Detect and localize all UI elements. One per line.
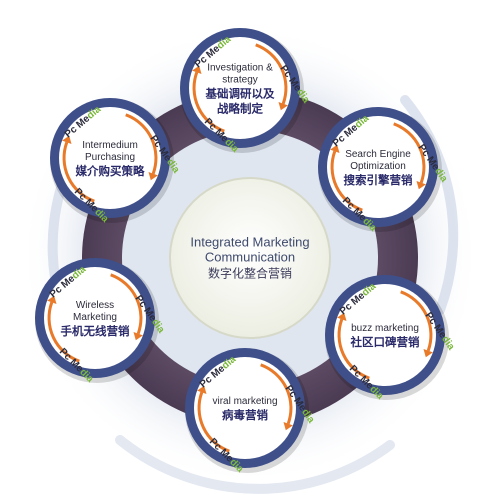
- node-inner: [189, 37, 291, 139]
- node-label-seo: Search Engine Optimization 搜索引擎营销: [338, 149, 418, 189]
- arrow-arc-top: [260, 363, 293, 425]
- arrowhead-icon: [330, 144, 340, 153]
- arrow-arc-top: [110, 273, 143, 335]
- arrowhead-icon: [283, 422, 293, 431]
- arrowhead-icon: [278, 102, 288, 111]
- hub-circle: [169, 177, 331, 339]
- arrowhead-icon: [337, 312, 347, 321]
- node-inner: [59, 107, 161, 209]
- arrow-arc-bottom: [62, 141, 95, 203]
- arrowhead-icon: [133, 332, 143, 341]
- node-title-en: Search Engine Optimization: [345, 149, 411, 172]
- node-title-zh: 手机无线营销: [60, 326, 130, 338]
- node-title-zh: 基础调研以及战略制定: [205, 88, 275, 116]
- arrow-arc-bottom: [197, 391, 230, 453]
- arrow-arc-bottom: [330, 150, 363, 212]
- node-title-zh: 病毒营销: [222, 410, 268, 422]
- arrow-arc-top: [393, 122, 426, 184]
- arrowhead-icon: [47, 295, 57, 304]
- node-title-zh: 搜索引擎营销: [343, 175, 413, 187]
- node-title-zh: 社区口碑营销: [350, 337, 420, 349]
- arrow-arc-bottom: [192, 71, 225, 133]
- node-label-viral: viral marketing 病毒营销: [205, 396, 285, 424]
- node-label-intermedium: Intermedium Purchasing 媒介购买策略: [70, 140, 150, 180]
- node-inner: [334, 284, 436, 386]
- arrowhead-icon: [197, 385, 207, 394]
- arrow-arc-top: [255, 43, 288, 105]
- outer-swoosh-bottom: [115, 435, 395, 494]
- node-title-zh: 媒介购买策略: [75, 166, 145, 178]
- node-title-en: buzz marketing: [351, 323, 419, 334]
- node-inner: [194, 357, 296, 459]
- arrowhead-icon: [62, 135, 72, 144]
- arrowhead-icon: [423, 349, 433, 358]
- arrow-arc-bottom: [47, 301, 80, 363]
- arrow-arc-top: [125, 113, 158, 175]
- hub-title-en: Integrated Marketing Communication: [190, 234, 310, 265]
- arrow-arc-bottom: [337, 318, 370, 380]
- node-inner: [44, 267, 146, 369]
- arrowhead-icon: [148, 172, 158, 181]
- node-label-wireless: Wireless Marketing 手机无线营销: [55, 300, 135, 340]
- node-label-buzz: buzz marketing 社区口碑营销: [345, 323, 425, 351]
- node-title-en: Wireless Marketing: [73, 300, 117, 323]
- node-title-en: Investigation & strategy: [207, 62, 273, 86]
- arrowhead-icon: [416, 181, 426, 190]
- outer-swoosh-right: [400, 95, 459, 315]
- hub-label: Integrated Marketing Communication 数字化整合…: [165, 235, 335, 282]
- arrow-arc-top: [400, 290, 433, 352]
- node-title-en: viral marketing: [212, 396, 278, 407]
- node-title-en: Intermedium Purchasing: [82, 140, 138, 163]
- hub-title-zh: 数字化整合营销: [207, 266, 292, 281]
- arrowhead-icon: [192, 65, 202, 74]
- node-inner: [327, 116, 429, 218]
